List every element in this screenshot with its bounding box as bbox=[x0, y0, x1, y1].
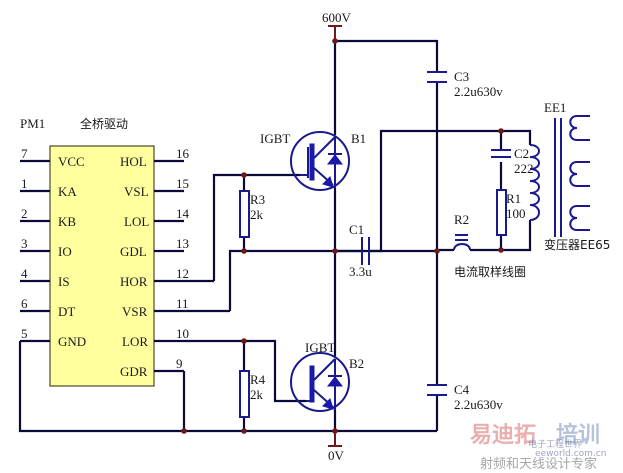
igbt-b2-designator: B2 bbox=[349, 356, 364, 371]
c2-value: 222 bbox=[514, 161, 534, 176]
pin-name: KB bbox=[58, 214, 76, 229]
watermark-brand: 电子工程世界 bbox=[528, 438, 582, 450]
chip-designator: PM1 bbox=[20, 116, 45, 131]
power-600v: 600V bbox=[322, 10, 352, 41]
pin-name: VSL bbox=[124, 184, 149, 199]
pin-name: VSR bbox=[122, 304, 148, 319]
igbt-b1: IGBT B1 bbox=[260, 131, 366, 191]
pin-number: 10 bbox=[176, 326, 189, 341]
c1-designator: C1 bbox=[349, 222, 364, 237]
c1-value: 3.3u bbox=[349, 264, 372, 279]
pin-name: LOL bbox=[124, 214, 149, 229]
pin-number: 16 bbox=[176, 146, 190, 161]
chip-title: 全桥驱动 bbox=[80, 116, 128, 131]
capacitor-c3: C3 2.2u630v bbox=[427, 69, 503, 99]
c4-value: 2.2u630v bbox=[454, 397, 503, 412]
pin-number: 2 bbox=[21, 206, 28, 221]
power-top-label: 600V bbox=[322, 10, 352, 25]
watermark-text-1a: 易迪拓 bbox=[470, 423, 536, 448]
transformer-caption: 变压器EE65 bbox=[544, 237, 610, 252]
r3-value: 2k bbox=[250, 207, 264, 222]
chip-right-pins: 16 15 14 13 12 11 10 9 HOL VSL LOL GDL H… bbox=[120, 146, 244, 379]
pin-name: GDL bbox=[120, 244, 147, 259]
c2-designator: C2 bbox=[514, 146, 529, 161]
c3-value: 2.2u630v bbox=[454, 84, 503, 99]
watermark-site: eeworld.com.cn bbox=[535, 449, 606, 459]
capacitor-c2: C2 222 bbox=[491, 146, 534, 176]
igbt-b1-type: IGBT bbox=[260, 131, 290, 146]
pin-number: 11 bbox=[176, 296, 189, 311]
pin-number: 9 bbox=[176, 356, 183, 371]
r4-value: 2k bbox=[250, 387, 264, 402]
pin-number: 1 bbox=[21, 176, 28, 191]
pin-number: 15 bbox=[176, 176, 189, 191]
pin-number: 7 bbox=[21, 146, 28, 161]
pin-number: 6 bbox=[21, 296, 28, 311]
pin-name: GND bbox=[58, 334, 86, 349]
chip-body bbox=[49, 145, 155, 387]
r4-designator: R4 bbox=[250, 372, 266, 387]
watermark-text-1b: 培训 bbox=[556, 422, 600, 448]
resistor-r4: R4 2k bbox=[239, 370, 266, 418]
resistor-r1: R1 100 bbox=[496, 189, 526, 236]
pin-name: IO bbox=[58, 244, 72, 259]
chip-left-pins: 7 1 2 3 4 6 5 VCC KA KB IO IS DT GND bbox=[20, 146, 86, 349]
pin-number: 3 bbox=[21, 236, 28, 251]
pin-number: 14 bbox=[176, 206, 190, 221]
junctions bbox=[181, 38, 504, 434]
watermark-text-2: 射频和天线设计专家 bbox=[480, 456, 597, 472]
pin-name: GDR bbox=[120, 364, 148, 379]
pin-name: HOR bbox=[120, 274, 148, 289]
transformer-designator: EE1 bbox=[544, 100, 566, 115]
r1-designator: R1 bbox=[506, 191, 521, 206]
c4-designator: C4 bbox=[454, 382, 470, 397]
igbt-b2-type: IGBT bbox=[305, 340, 335, 355]
pin-name: KA bbox=[58, 184, 77, 199]
pin-name: VCC bbox=[58, 154, 85, 169]
capacitor-c4: C4 2.2u630v bbox=[427, 382, 503, 412]
igbt-b1-designator: B1 bbox=[351, 131, 366, 146]
resistor-r3: R3 2k bbox=[239, 190, 265, 238]
transformer-ee1: EE1 变压器EE65 bbox=[529, 100, 610, 252]
pin-name: IS bbox=[58, 274, 70, 289]
pin-number: 4 bbox=[21, 266, 28, 281]
r3-designator: R3 bbox=[250, 192, 265, 207]
watermark: 易迪拓 培训 电子工程世界 eeworld.com.cn 射频和天线设计专家 bbox=[470, 422, 606, 472]
driver-chip: PM1 全桥驱动 7 1 2 3 4 6 5 VCC KA KB IO IS D… bbox=[20, 116, 244, 387]
capacitor-c1: C1 3.3u bbox=[349, 222, 372, 279]
c3-designator: C3 bbox=[454, 69, 469, 84]
pin-number: 5 bbox=[21, 326, 28, 341]
wires bbox=[18, 39, 532, 433]
pin-number: 12 bbox=[176, 266, 189, 281]
r2-caption: 电流取样线圈 bbox=[454, 264, 526, 279]
power-0v: 0V bbox=[328, 431, 345, 463]
pin-name: HOL bbox=[120, 154, 147, 169]
pin-name: LOR bbox=[122, 334, 148, 349]
pin-number: 13 bbox=[176, 236, 189, 251]
current-sense-coil-r2: R2 电流取样线圈 bbox=[453, 212, 526, 279]
pin-name: DT bbox=[58, 304, 75, 319]
r2-designator: R2 bbox=[454, 212, 469, 227]
igbt-b2: IGBT B2 bbox=[290, 340, 364, 412]
power-bottom-label: 0V bbox=[328, 448, 345, 463]
r1-value: 100 bbox=[506, 206, 526, 221]
